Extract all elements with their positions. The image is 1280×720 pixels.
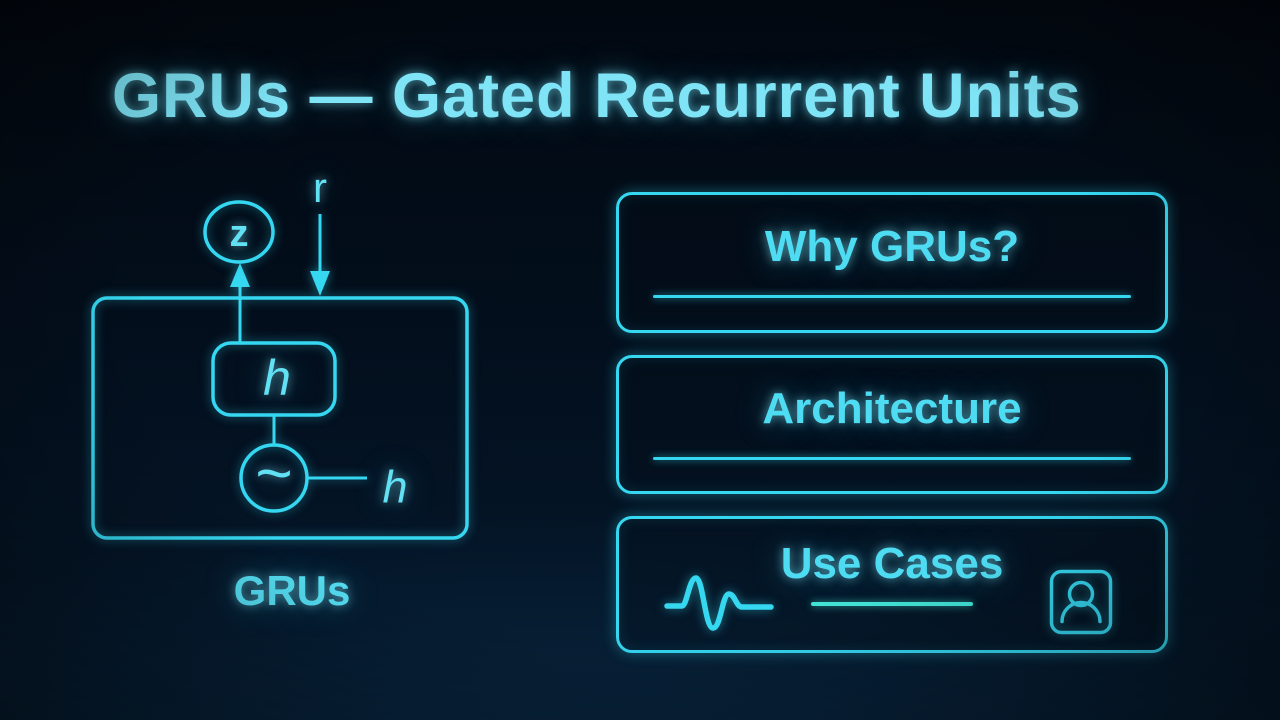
- diagram-caption: GRUs: [233, 567, 351, 614]
- menu-item-why-grus[interactable]: Why GRUs?: [616, 192, 1168, 333]
- waveform-icon: [664, 575, 774, 631]
- candidate-tilde-label: ~: [255, 437, 293, 509]
- gru-diagram-shapes: [91, 200, 469, 540]
- page-title: GRUs — Gated Recurrent Units: [112, 61, 1082, 131]
- update-gate-circle: [203, 200, 275, 264]
- reset-gate-label: r: [313, 164, 327, 211]
- menu-item-label: Use Cases: [780, 539, 1004, 588]
- menu-item-architecture[interactable]: Architecture: [616, 355, 1168, 494]
- menu-underline: [653, 457, 1131, 460]
- menu-item-label: Architecture: [762, 384, 1022, 433]
- menu-underline: [811, 602, 973, 606]
- output-state-label: h: [382, 461, 408, 513]
- update-arrow-head: [230, 263, 250, 287]
- topic-menu: Why GRUs? Architecture Use Cases: [616, 192, 1168, 653]
- menu-item-label: Why GRUs?: [764, 222, 1020, 271]
- reset-arrow-head: [310, 271, 330, 296]
- gru-cell-box: [91, 296, 469, 540]
- update-gate-label: z: [229, 213, 249, 255]
- menu-item-use-cases[interactable]: Use Cases: [616, 516, 1168, 653]
- profile-icon: [1049, 569, 1113, 635]
- hidden-state-label: h: [263, 350, 291, 406]
- gru-diagram: z r h ~ h GRUs: [60, 150, 520, 640]
- menu-underline: [653, 295, 1131, 298]
